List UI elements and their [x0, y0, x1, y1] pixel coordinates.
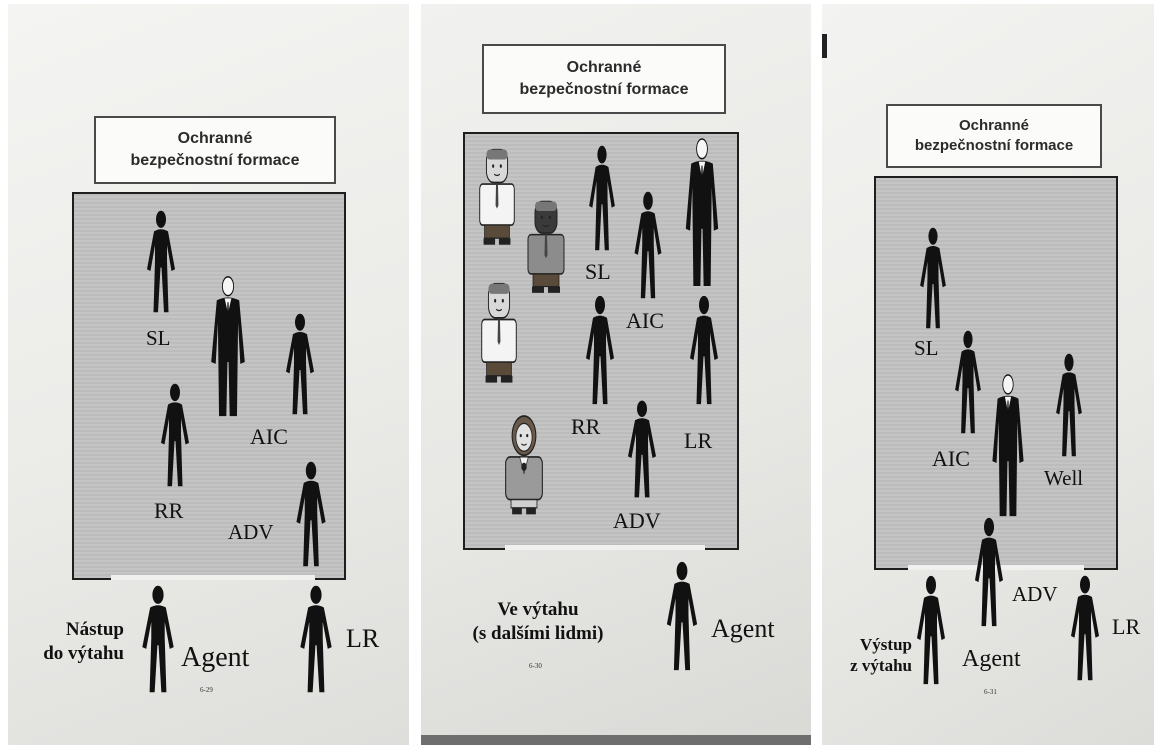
person-figure-rr: [161, 383, 189, 487]
label-adv: ADV: [1012, 582, 1058, 606]
label-adv: ADV: [228, 520, 274, 544]
bystander-man-white-shirt-2: [481, 282, 517, 383]
principal-suit-figure: [992, 374, 1024, 517]
title-line-1: Ochranné: [958, 116, 1030, 134]
page-number: 6-31: [984, 688, 997, 696]
page-title-box: Ochranné bezpečnostní formace: [482, 44, 726, 114]
label-agent: Agent: [181, 642, 250, 673]
caption-line-2: z výtahu: [850, 656, 912, 676]
principal-suit-figure: [211, 276, 245, 417]
label-rr: RR: [571, 414, 601, 439]
label-agent: Agent: [711, 614, 775, 643]
person-figure-lr: [690, 295, 718, 405]
person-figure-adv: [296, 461, 326, 567]
person-figure-rr: [586, 295, 614, 405]
page-caption: Výstup z výtahu: [828, 634, 912, 677]
title-line-2: bezpečnostní formace: [519, 81, 689, 98]
caption-line-2: (s dalšími lidmi): [472, 622, 604, 644]
label-lr: LR: [346, 624, 380, 653]
manual-page-exiting-elevator: Ochranné bezpečnostní formace SL AIC Wel…: [822, 4, 1154, 745]
page-caption: Nástup do výtahu: [38, 618, 124, 666]
principal-suit-figure: [685, 138, 719, 287]
title-line-1: Ochranné: [566, 59, 642, 77]
person-figure-sl: [589, 145, 615, 251]
person-figure-lr: [300, 585, 332, 693]
person-figure-aic: [955, 330, 981, 434]
label-lr: LR: [684, 428, 713, 453]
person-figure-agent: [142, 585, 174, 693]
caption-line-2: do výtahu: [43, 642, 124, 664]
title-line-1: Ochranné: [177, 130, 253, 148]
label-sl: SL: [585, 259, 611, 284]
person-figure-adv: [975, 517, 1003, 627]
label-well: Well: [1044, 466, 1084, 490]
person-figure-adv: [628, 400, 656, 498]
bystander-man-white-shirt-1: [479, 148, 515, 245]
label-adv: ADV: [613, 508, 661, 533]
person-figure-sl: [147, 210, 175, 313]
page-title-box: Ochranné bezpečnostní formace: [886, 104, 1102, 168]
caption-line-1: Nástup: [65, 619, 124, 640]
bystander-man-gray-suit: [527, 200, 565, 293]
label-sl: SL: [914, 336, 939, 360]
elevator-door-gap: [111, 575, 315, 580]
page-number: 6-29: [200, 686, 213, 694]
person-figure-aic: [634, 191, 662, 299]
manual-page-in-elevator: Ochranné bezpečnostní formace: [421, 4, 811, 745]
label-sl: SL: [146, 326, 171, 350]
page-title-box: Ochranné bezpečnostní formace: [94, 116, 336, 184]
person-figure-agent: [917, 575, 945, 685]
label-aic: AIC: [932, 446, 970, 471]
elevator-door-gap: [505, 545, 705, 550]
label-lr: LR: [1112, 614, 1141, 639]
title-line-2: bezpečnostní formace: [130, 152, 300, 169]
page-number: 6-30: [529, 662, 542, 670]
manual-page-entering-elevator: Ochranné bezpečnostní formace SL AIC RR …: [8, 4, 409, 745]
page-caption: Ve výtahu (s dalšími lidmi): [441, 598, 635, 646]
label-agent: Agent: [962, 646, 1021, 672]
label-aic: AIC: [250, 424, 288, 449]
label-aic: AIC: [626, 308, 664, 333]
bystander-woman: [505, 415, 543, 515]
person-figure-sl: [920, 227, 946, 329]
label-rr: RR: [154, 498, 184, 523]
caption-line-1: Ve výtahu: [497, 599, 579, 620]
elevator-door-gap: [908, 565, 1084, 570]
caption-line-1: Výstup: [860, 635, 912, 654]
person-figure-lr: [1071, 575, 1099, 681]
person-figure-aic: [286, 313, 314, 415]
person-figure-agent: [666, 561, 698, 671]
title-line-2: bezpečnostní formace: [914, 137, 1074, 154]
person-figure-well: [1056, 353, 1082, 457]
